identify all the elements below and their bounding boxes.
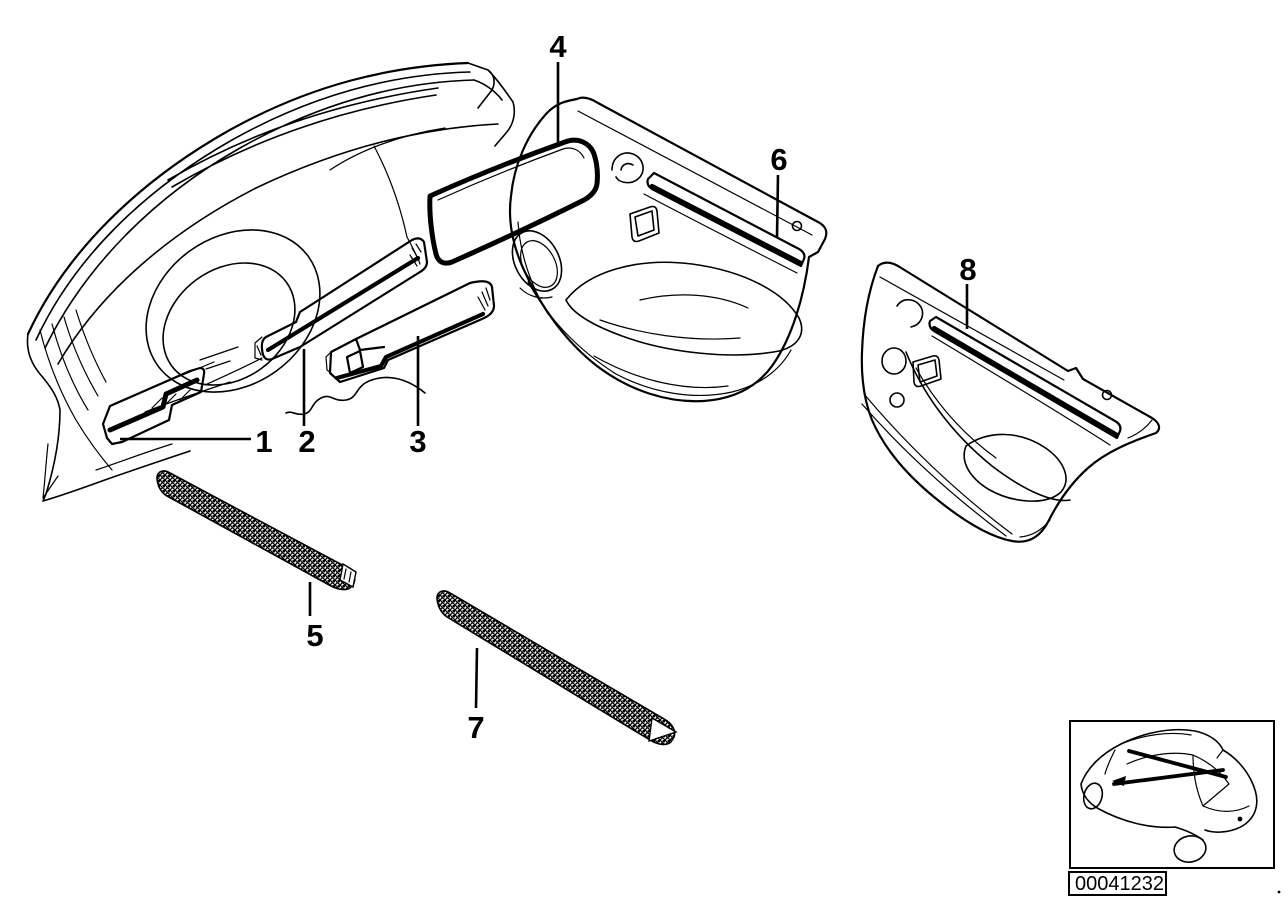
car-body-outline (1080, 728, 1258, 841)
part-1-edge (107, 377, 200, 433)
part-3-end-cap (325, 287, 491, 374)
strip-5-end-cap-hatch (343, 568, 352, 583)
front-door-vent-inner (520, 240, 558, 288)
part-8-trim (928, 315, 1122, 440)
rear-door-lock-hole (889, 392, 905, 408)
callouts: 1 2 3 4 5 6 7 8 (120, 29, 977, 745)
callout-7-label[interactable]: 7 (467, 710, 484, 745)
callout-1-label[interactable]: 1 (255, 424, 272, 459)
cluster-hood-outline (145, 229, 321, 393)
callout-6-leader (775, 174, 780, 238)
part-2-edge (265, 255, 421, 353)
part-4-inner-line (437, 147, 585, 201)
part-8-outline (928, 315, 1122, 440)
car-front-wheel (1082, 782, 1104, 810)
image-number-border (1068, 871, 1167, 896)
front-door-pocket-contours (517, 221, 792, 396)
dash-top-edge (26, 61, 470, 336)
callout-5: 5 (306, 582, 324, 653)
callout-1: 1 (120, 424, 273, 459)
a-pillar-contours (39, 309, 173, 499)
callout-3: 3 (409, 336, 427, 459)
front-door-outline (508, 96, 828, 403)
trim-strip-7-illustration (436, 590, 678, 746)
part-3-edge (334, 311, 486, 381)
callout-5-label[interactable]: 5 (306, 618, 323, 653)
car-thumbnail-border (1069, 720, 1275, 869)
part-2-outline (260, 237, 429, 361)
callout-4-label[interactable]: 4 (549, 29, 567, 64)
part-1-outline (101, 366, 206, 446)
rear-door-armrest (905, 351, 1071, 502)
dash-cowl-contours (35, 71, 499, 365)
dash-cowl-right-tip (467, 62, 516, 147)
front-door-screw-hole (791, 220, 803, 232)
car-trim-strips-highlight (1112, 749, 1228, 786)
front-door-switch (629, 205, 660, 243)
part-1-trim (101, 366, 206, 446)
callout-2: 2 (298, 349, 316, 459)
front-door-panel-illustration (508, 96, 828, 403)
rear-door-window-channel (896, 298, 924, 328)
callout-3-label[interactable]: 3 (409, 424, 426, 459)
steering-column-cut-edge (285, 376, 426, 416)
strip-7-end-cap (648, 716, 678, 743)
cluster-opening (162, 262, 296, 386)
car-rear-wheel (1173, 835, 1207, 863)
car-thumbnail (1069, 720, 1275, 869)
front-door-window-sill-lines (577, 110, 813, 274)
strip-7-blade (436, 590, 676, 746)
callout-4: 4 (549, 29, 567, 146)
part-2-trim (254, 237, 429, 361)
stray-mark (1277, 890, 1281, 894)
callout-2-label[interactable]: 2 (298, 424, 315, 459)
car-trim-strip-end-flag (1112, 776, 1126, 786)
strip-5-blade (156, 470, 356, 591)
a-pillar-outline (26, 333, 191, 502)
part-8-edge (931, 325, 1120, 438)
trim-strip-5-illustration (156, 470, 357, 591)
rear-door-sill-lines (879, 276, 1111, 446)
rear-door-lower-contours (861, 367, 1153, 538)
front-door-tweeter (611, 152, 644, 184)
callout-7-leader (474, 647, 479, 709)
image-number-stamp: 00041232 (1068, 871, 1167, 896)
front-door-armrest (565, 261, 803, 356)
callout-8: 8 (959, 252, 977, 329)
callout-6-label[interactable]: 6 (770, 142, 787, 177)
part-6-trim (646, 171, 806, 268)
rear-door-handle-recess (881, 347, 907, 375)
callout-7: 7 (467, 647, 485, 745)
part-3-clip-hole (345, 337, 386, 375)
image-number-text: 00041232 (1075, 873, 1164, 895)
front-door-vent-outer (511, 230, 563, 292)
part-3-trim (325, 280, 496, 384)
car-roof-and-glass-lines (1104, 732, 1250, 812)
dashboard-illustration (26, 61, 600, 502)
callout-6: 6 (770, 142, 788, 238)
car-emblem-dot (1237, 816, 1243, 822)
rear-door-screw-hole (1101, 389, 1113, 401)
rear-door-panel-illustration (860, 261, 1161, 543)
part-6-outline (646, 171, 806, 268)
part-2-end-caps (254, 243, 422, 361)
rear-door-switch (912, 355, 942, 388)
strip-5-end-cap (339, 562, 357, 589)
part-3-outline (328, 280, 496, 384)
callout-8-label[interactable]: 8 (959, 252, 976, 287)
rear-door-outline (860, 261, 1161, 543)
cluster-detail-lines (141, 346, 263, 393)
part-6-edge (649, 183, 804, 266)
